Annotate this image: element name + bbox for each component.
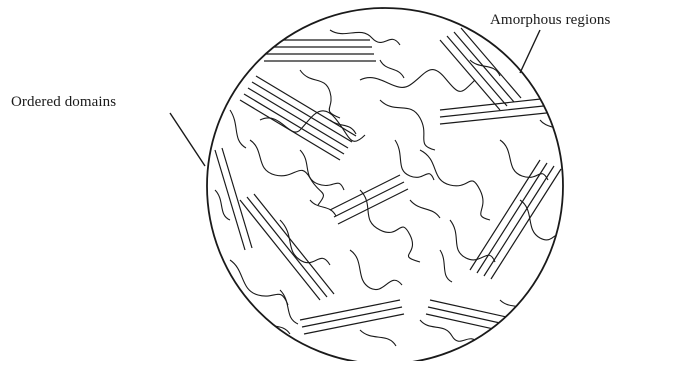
leader-lines (170, 30, 540, 166)
amorphous-regions-label: Amorphous regions (490, 12, 610, 29)
ordered-domains-label: Ordered domains (11, 94, 116, 111)
ordered-leader-line (170, 113, 205, 166)
amorphous-leader-line (520, 30, 540, 73)
sample-boundary-circle (207, 8, 563, 361)
domain-texture (215, 28, 566, 346)
amorphous-regions (215, 30, 566, 346)
ordered-domains (215, 28, 561, 334)
